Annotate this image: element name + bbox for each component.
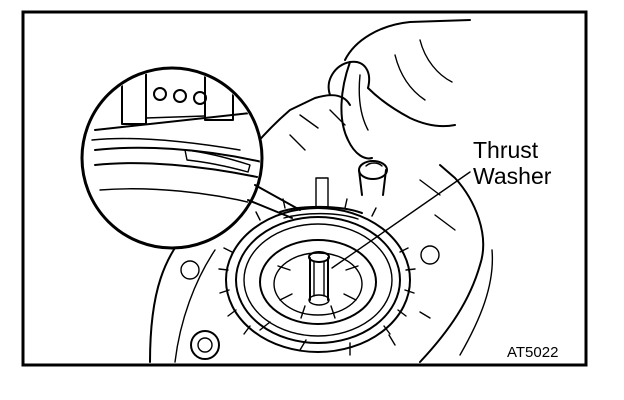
callout-leader: [331, 171, 471, 269]
input-shaft: [308, 251, 330, 306]
magnet-tool: [358, 160, 388, 196]
callout-label-line1: Thrust: [473, 137, 539, 163]
figure-code: AT5022: [507, 344, 558, 361]
inset-hole-3: [193, 91, 207, 105]
inset-connector: [254, 184, 301, 211]
inset-hole-1: [153, 87, 167, 101]
clutch-drum: [218, 198, 416, 353]
detail-inset: [80, 66, 301, 250]
hub: [277, 265, 359, 319]
inset-hole-2: [173, 89, 187, 103]
hand: [327, 19, 471, 160]
callout-label-line2: Washer: [473, 163, 552, 189]
